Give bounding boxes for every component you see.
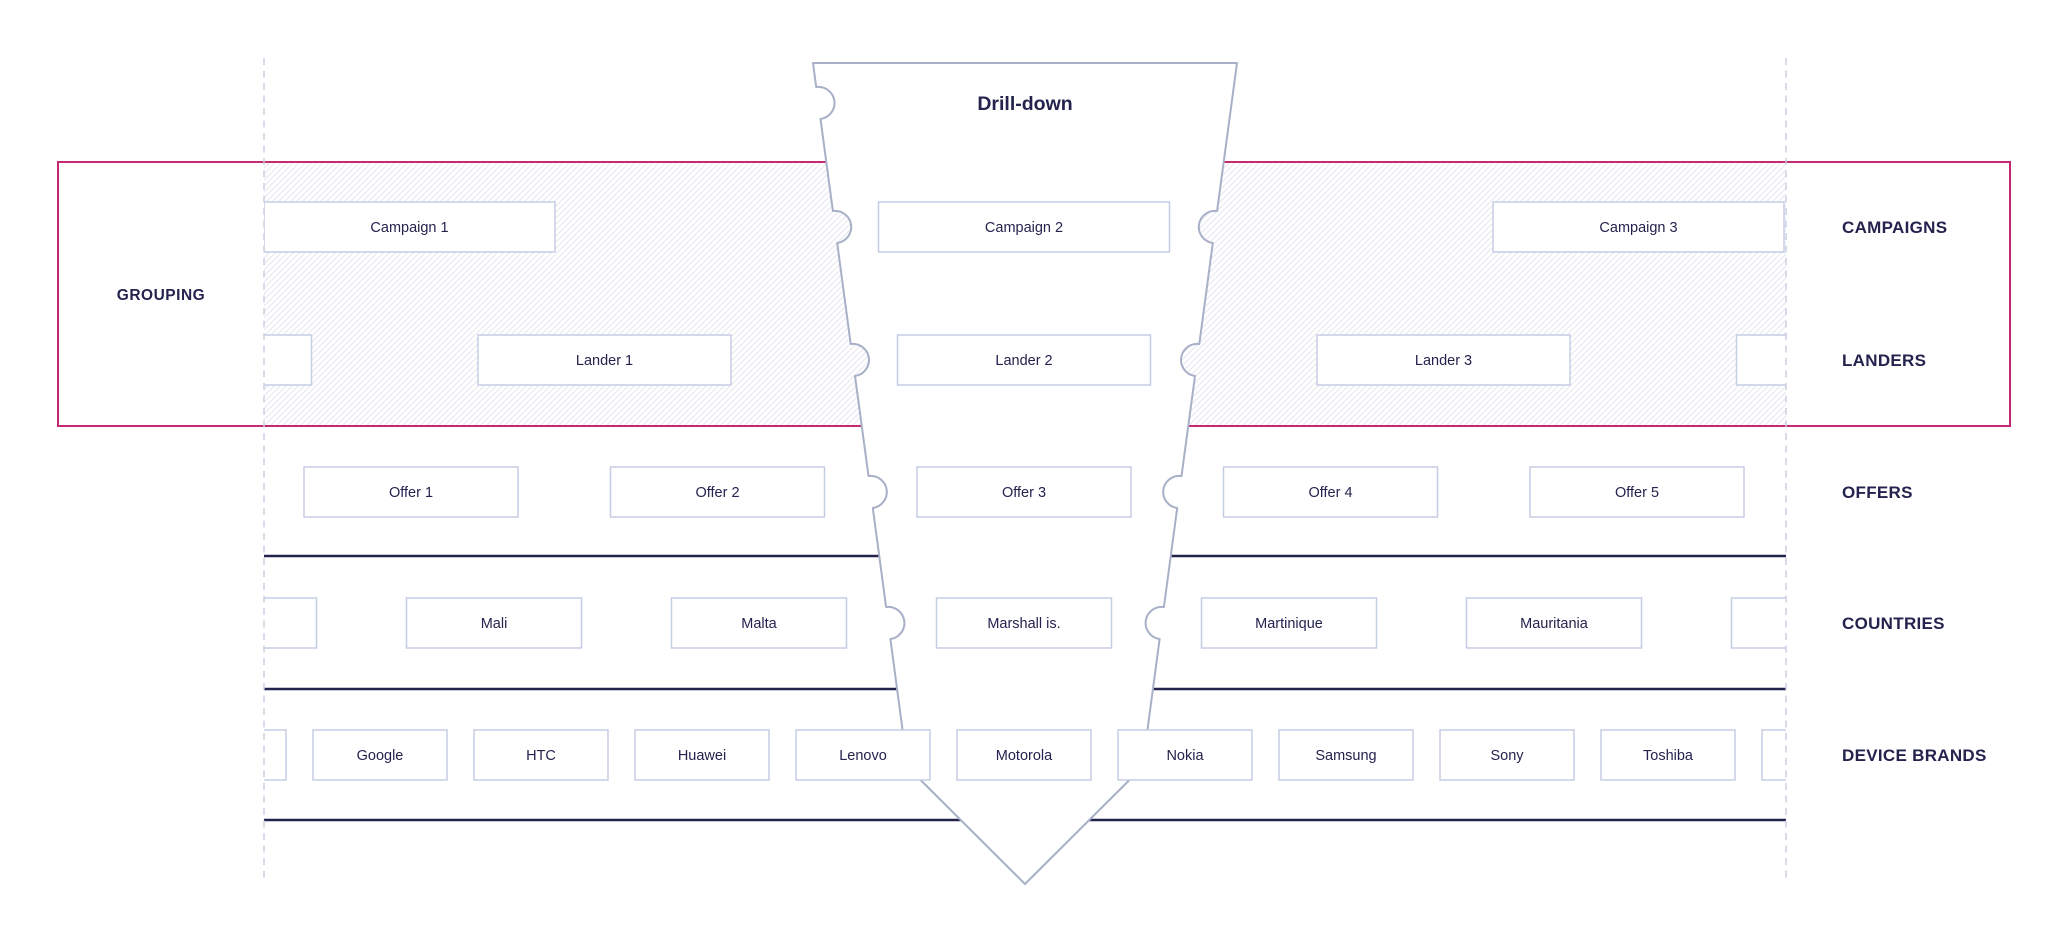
countries-partial-box: [264, 597, 318, 649]
device_brands-box-label: Sony: [1490, 748, 1524, 764]
landers-box: [477, 334, 732, 386]
campaigns-box-label: Campaign 3: [1599, 220, 1677, 236]
offers-box-label: Offer 3: [1002, 485, 1046, 501]
countries-box-label: Marshall is.: [987, 616, 1060, 632]
device_brands-partial-box: [264, 729, 287, 781]
device_brands-box-label: Toshiba: [1643, 748, 1694, 764]
landers-box-label: Lander 3: [1415, 353, 1472, 369]
device_brands-box-label: Huawei: [678, 748, 726, 764]
campaigns-box-label: Campaign 2: [985, 220, 1063, 236]
device_brands-box: [312, 729, 448, 781]
row-offers: Offer 1 Offer 2 Offer 3 Offer 4 Offer 5: [303, 466, 1745, 518]
funnel-title: Drill-down: [977, 93, 1072, 115]
countries-box: [935, 597, 1113, 649]
landers-box: [1316, 334, 1571, 386]
device_brands-box: [956, 729, 1092, 781]
grouping-label: GROUPING: [117, 287, 205, 304]
landers-box-label: Lander 2: [995, 353, 1052, 369]
row-device_brands: Google HTC Huawei Lenovo Motorola Nokia Samsun…: [264, 729, 1786, 781]
countries-box-label: Mauritania: [1520, 616, 1589, 632]
row-label-device_brands: DEVICE BRANDS: [1842, 746, 1987, 765]
campaigns-box: [264, 201, 556, 253]
offers-box: [1222, 466, 1439, 518]
device_brands-box: [1278, 729, 1414, 781]
device_brands-box-label: Motorola: [996, 748, 1053, 764]
device_brands-box: [1117, 729, 1253, 781]
campaigns-box-label: Campaign 1: [370, 220, 448, 236]
device_brands-box-label: Samsung: [1315, 748, 1376, 764]
row-countries: Mali Malta Marshall is. Martinique Mauritani…: [264, 597, 1786, 649]
device_brands-box-label: Google: [357, 748, 404, 764]
row-campaigns: Campaign 1 Campaign 2 Campaign 3: [264, 201, 1785, 253]
device_brands-box-label: Nokia: [1166, 748, 1204, 764]
device_brands-box: [473, 729, 609, 781]
offers-box: [609, 466, 826, 518]
offers-box-label: Offer 1: [389, 485, 433, 501]
row-label-countries: COUNTRIES: [1842, 614, 1945, 633]
campaigns-box: [1492, 201, 1785, 253]
row-label-landers: LANDERS: [1842, 351, 1926, 370]
row-landers: Lander 1 Lander 2 Lander 3: [264, 334, 1786, 386]
device_brands-box: [795, 729, 931, 781]
countries-box-label: Mali: [481, 616, 508, 632]
landers-partial-box: [264, 334, 313, 386]
countries-box: [1465, 597, 1643, 649]
device_brands-box-label: Lenovo: [839, 748, 887, 764]
campaigns-box: [877, 201, 1171, 253]
offers-box: [303, 466, 519, 518]
device_brands-box: [634, 729, 770, 781]
device_brands-partial-box: [1761, 729, 1786, 781]
offers-box-label: Offer 2: [695, 485, 739, 501]
offers-box-label: Offer 4: [1308, 485, 1352, 501]
device_brands-box: [1600, 729, 1736, 781]
landers-box: [896, 334, 1152, 386]
countries-partial-box: [1730, 597, 1786, 649]
countries-box-label: Martinique: [1255, 616, 1323, 632]
offers-box-label: Offer 5: [1615, 485, 1659, 501]
countries-box: [1200, 597, 1378, 649]
countries-box: [405, 597, 583, 649]
landers-box-label: Lander 1: [576, 353, 633, 369]
device_brands-box-label: HTC: [526, 748, 556, 764]
device_brands-box: [1439, 729, 1575, 781]
countries-box: [670, 597, 848, 649]
landers-partial-box: [1735, 334, 1786, 386]
offers-box: [1529, 466, 1745, 518]
row-label-offers: OFFERS: [1842, 483, 1913, 502]
row-label-campaigns: CAMPAIGNS: [1842, 218, 1947, 237]
offers-box: [916, 466, 1132, 518]
countries-box-label: Malta: [741, 616, 777, 632]
